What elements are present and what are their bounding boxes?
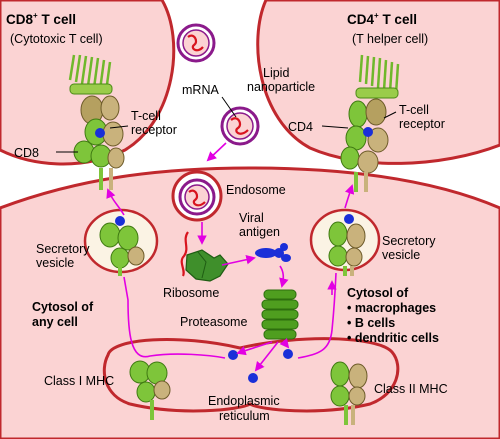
viral-antigen-label-2: antigen xyxy=(239,225,280,239)
class2-mhc-label: Class II MHC xyxy=(374,382,448,396)
class1-mhc-label: Class I MHC xyxy=(44,374,114,388)
ribosome-label: Ribosome xyxy=(163,286,219,300)
mrna-strand xyxy=(180,231,189,277)
proteasome xyxy=(261,289,299,340)
cd8-label: CD8 xyxy=(14,146,39,160)
secretory-vesicle-right-label-1: Secretory xyxy=(382,234,436,248)
secretory-vesicle-left-label-1: Secretory xyxy=(36,242,90,256)
tcr-right-label-1: T-cell xyxy=(399,103,429,117)
lipid-nanoparticle-free xyxy=(176,23,216,63)
cytosol-any-label-2: any cell xyxy=(32,315,78,329)
er-label-2: reticulum xyxy=(219,409,270,423)
mrna-label: mRNA xyxy=(182,83,219,97)
cytosol-bullet-b-cells: • B cells xyxy=(347,316,395,330)
ribosome xyxy=(185,249,229,282)
viral-antigen-label-1: Viral xyxy=(239,211,264,225)
mhc-class-ii-vesicle xyxy=(328,214,366,276)
tcr-right-label-2: receptor xyxy=(399,117,445,131)
tcr-left-label-1: T-cell xyxy=(131,109,161,123)
peptide-fragments xyxy=(228,349,293,383)
lipid-nanoparticle xyxy=(220,106,260,146)
lipid-nanoparticle-label-2: nanoparticle xyxy=(247,80,315,94)
lipid-nanoparticle-label-1: Lipid xyxy=(263,66,289,80)
viral-antigen xyxy=(255,243,291,262)
tcr-left-label-2: receptor xyxy=(131,123,177,137)
er-label-1: Endoplasmic xyxy=(208,394,280,408)
cd8-tcr-complex xyxy=(68,54,125,190)
cd4-cell-subtitle: (T helper cell) xyxy=(352,32,428,46)
proteasome-label: Proteasome xyxy=(180,315,247,329)
cd8-t-cell-body xyxy=(0,0,176,166)
endosome xyxy=(171,170,223,222)
leader-lines xyxy=(56,96,397,153)
endosome-label: Endosome xyxy=(226,183,286,197)
cd8-cell-subtitle: (Cytotoxic T cell) xyxy=(10,32,103,46)
cytosol-bullet-dendritic-cells: • dendritic cells xyxy=(347,331,439,345)
cytosol-of-label: Cytosol of xyxy=(347,286,409,300)
secretory-vesicle-right-label-2: vesicle xyxy=(382,248,420,262)
cd4-cell-title: CD4+ T cell xyxy=(347,11,417,27)
mhc-class-i-vesicle xyxy=(99,216,145,276)
cd4-label: CD4 xyxy=(288,120,313,134)
cd4-bound-antigen xyxy=(363,127,373,137)
mhc-class-i-er xyxy=(129,360,171,420)
cytosol-bullet-macrophages: • macrophages xyxy=(347,301,436,315)
cd8-bound-antigen xyxy=(95,128,105,138)
secretory-vesicle-left-label-2: vesicle xyxy=(36,256,74,270)
mhc-class-ii-er xyxy=(330,361,368,425)
cytosol-any-label-1: Cytosol of xyxy=(32,300,94,314)
cd8-cell-title: CD8+ T cell xyxy=(6,11,76,27)
cd4-tcr-complex xyxy=(340,54,400,192)
pathway-arrows xyxy=(106,142,355,372)
